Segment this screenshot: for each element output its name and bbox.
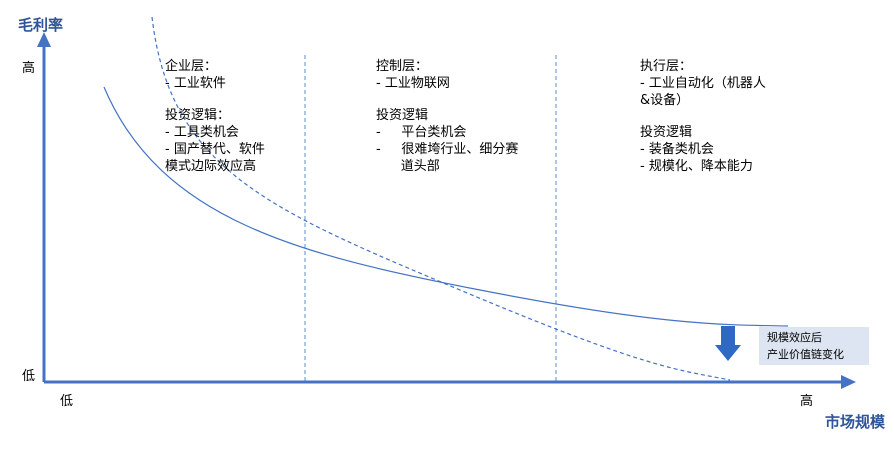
- column-header: 执行层：: [640, 59, 693, 74]
- y-axis-arrowhead: [37, 32, 51, 47]
- column-item: - 工业自动化（机器人: [640, 76, 766, 91]
- column-execution: 执行层： - 工业自动化（机器人 &设备） 投资逻辑 - 装备类机会 - 规模化…: [640, 58, 766, 175]
- x-tick-low: 低: [60, 394, 74, 409]
- note-line: 产业价值链变化: [767, 348, 844, 361]
- column-item: - 工业物联网: [376, 76, 450, 91]
- column-item: - 工业软件: [165, 76, 226, 91]
- y-tick-high: 高: [22, 61, 36, 76]
- logic-title: 投资逻辑: [640, 125, 693, 140]
- y-axis-title: 毛利率: [18, 16, 64, 34]
- column-item: &设备）: [640, 93, 690, 108]
- logic-item: - 很难垮行业、细分赛: [376, 142, 519, 157]
- logic-item: - 国产替代、软件: [165, 142, 265, 157]
- x-tick-high: 高: [800, 394, 814, 409]
- logic-title: 投资逻辑: [376, 108, 429, 123]
- x-axis-arrowhead: [841, 375, 856, 389]
- dashed-curve: [151, 16, 731, 381]
- logic-item: - 平台类机会: [376, 125, 467, 140]
- scale-effect-note: 规模效应后 产业价值链变化: [759, 327, 869, 365]
- logic-item: - 规模化、降本能力: [640, 159, 753, 174]
- column-header: 企业层：: [165, 59, 218, 74]
- y-tick-low: 低: [22, 369, 36, 384]
- x-axis-title: 市场规模: [825, 413, 886, 431]
- logic-item: - 工具类机会: [165, 125, 239, 140]
- column-enterprise: 企业层： - 工业软件 投资逻辑： - 工具类机会 - 国产替代、软件 模式边际…: [165, 58, 265, 175]
- logic-item: 模式边际效应高: [165, 159, 257, 174]
- down-arrow-icon: [715, 326, 741, 361]
- logic-item: - 装备类机会: [640, 142, 714, 157]
- column-header: 控制层：: [376, 59, 429, 74]
- column-control: 控制层： - 工业物联网 投资逻辑 - 平台类机会 - 很难垮行业、细分赛 道头…: [376, 58, 518, 175]
- logic-item: 道头部: [376, 159, 440, 174]
- note-line: 规模效应后: [767, 331, 822, 344]
- solid-curve: [103, 86, 789, 327]
- logic-title: 投资逻辑：: [165, 108, 231, 123]
